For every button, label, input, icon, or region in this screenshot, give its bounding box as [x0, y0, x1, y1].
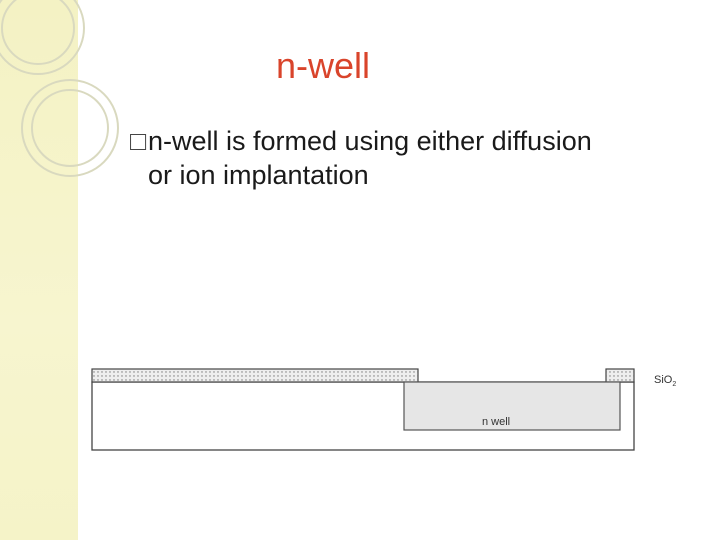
- oxide-layer-right: [605, 368, 635, 383]
- n-well-cross-section: n well SiO2: [91, 368, 676, 451]
- slide-title: n-well: [276, 45, 371, 86]
- bullet-text-line2: or ion implantation: [148, 160, 369, 190]
- oxide-layer-left: [91, 368, 419, 383]
- bullet-text-line1: n-well is formed using either diffusion: [148, 126, 592, 156]
- oxide-label-main: SiO: [654, 374, 673, 386]
- n-well-label: n well: [482, 416, 510, 428]
- n-well-region: [403, 381, 621, 431]
- oxide-label: SiO2: [654, 374, 676, 388]
- sidebar-band: [0, 0, 78, 540]
- bullet-item: □n-well is formed using either diffusion…: [130, 124, 700, 192]
- oxide-label-subscript: 2: [672, 381, 676, 388]
- bullet-icon: □: [130, 126, 147, 156]
